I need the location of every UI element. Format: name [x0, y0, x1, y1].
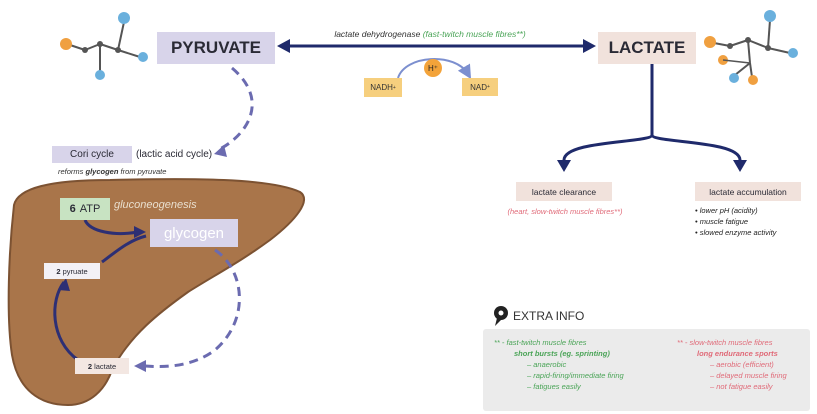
glycogen-to-lactate-arrow	[144, 248, 241, 369]
atp-text: ATP	[79, 203, 101, 215]
pyruvate-to-cori-arrow	[217, 66, 254, 152]
atp-to-glycogen-arrow	[83, 219, 139, 235]
slow-line2: long endurance sports	[697, 349, 778, 358]
lactate-molecule-icon	[704, 10, 798, 85]
accumulation-item: • slowed enzyme activity	[695, 228, 777, 237]
fast-line2: short bursts (eg. sprinting)	[514, 349, 610, 358]
atp-number: 6	[69, 203, 76, 215]
accumulation-item: • lower pH (acidity)	[695, 206, 758, 215]
lactate-label: LACTATE	[598, 32, 696, 64]
cori-desc-bold: glycogen	[85, 167, 119, 176]
slow-line1: ** - slow-twitch muscle fibres	[677, 338, 773, 347]
glycogen-label: glycogen	[150, 219, 238, 247]
pyruvate-count-text: pyruate	[62, 266, 88, 276]
cori-desc-pre: reforms	[58, 167, 86, 176]
slow-item: – delayed muscle firing	[710, 371, 787, 380]
fast-item: – anaerobic	[527, 360, 567, 369]
glycogen-text: glycogen	[163, 224, 225, 242]
lactate-count: 2	[87, 361, 92, 371]
extra-info-title: EXTRA INFO	[513, 309, 585, 323]
cori-cycle-subtitle: (lactic acid cycle)	[136, 149, 213, 160]
fast-item: – fatigues easily	[527, 382, 581, 391]
pyruvate-molecule-icon	[60, 12, 148, 80]
lactate-accumulation-list: • lower pH (acidity) • muscle fatigue • …	[695, 205, 776, 238]
cori-cycle-label: Cori cycle	[52, 146, 132, 163]
cori-desc-post: from pyruvate	[118, 167, 167, 176]
enzyme-name: lactate dehydrogenase	[334, 29, 421, 39]
pyruvate-to-glycogen-arrow	[101, 234, 147, 264]
lactate-clearance-note: (heart, slow-twitch muscle fibres**)	[507, 207, 623, 216]
lactate-accumulation-label: lactate accumulation	[695, 182, 801, 201]
lactate-branch-arrows	[557, 64, 747, 172]
nadh-label: NADH+	[364, 78, 402, 97]
accumulation-item: • muscle fatigue	[695, 217, 749, 226]
extra-info-panel	[483, 329, 810, 411]
nadh-text: NADH	[370, 83, 393, 92]
pyruvate-count-label: 2 pyruate	[44, 263, 100, 279]
lactate-clearance-label: lactate clearance	[516, 182, 612, 201]
cori-cycle-description: reforms glycogen from pyruvate	[58, 167, 166, 176]
nadh-sub: +	[392, 84, 396, 91]
enzyme-label: lactate dehydrogenase (fast-twitch muscl…	[300, 29, 560, 39]
slow-item: – not fatigue easily	[710, 382, 773, 391]
nad-text: NAD	[470, 82, 487, 92]
nad-sup: +	[486, 84, 490, 90]
nad-label: NAD+	[462, 78, 498, 96]
pyruvate-label: PYRUVATE	[157, 32, 275, 64]
info-bubble-icon	[494, 306, 508, 326]
pyruvate-count: 2	[56, 266, 61, 276]
slow-item: – aerobic (efficient)	[710, 360, 774, 369]
lactate-count-label: 2 lactate	[75, 358, 129, 374]
fast-line1: ** - fast-twitch muscle fibres	[494, 338, 587, 347]
liver-shape	[7, 178, 306, 407]
fast-item: – rapid-firing/immediate firing	[527, 371, 624, 380]
enzyme-qualifier: (fast-twitch muscle fibres**)	[422, 29, 526, 39]
gluconeogenesis-label: gluconeogenesis	[114, 199, 197, 211]
lactate-count-text: lactate	[94, 361, 117, 371]
conversion-arrow	[277, 39, 596, 53]
slow-twitch-info: ** - slow-twitch muscle fibres long endu…	[677, 337, 787, 392]
hplus-badge: H⁺	[424, 59, 442, 77]
fast-twitch-info: ** - fast-twitch muscle fibres short bur…	[494, 337, 624, 392]
